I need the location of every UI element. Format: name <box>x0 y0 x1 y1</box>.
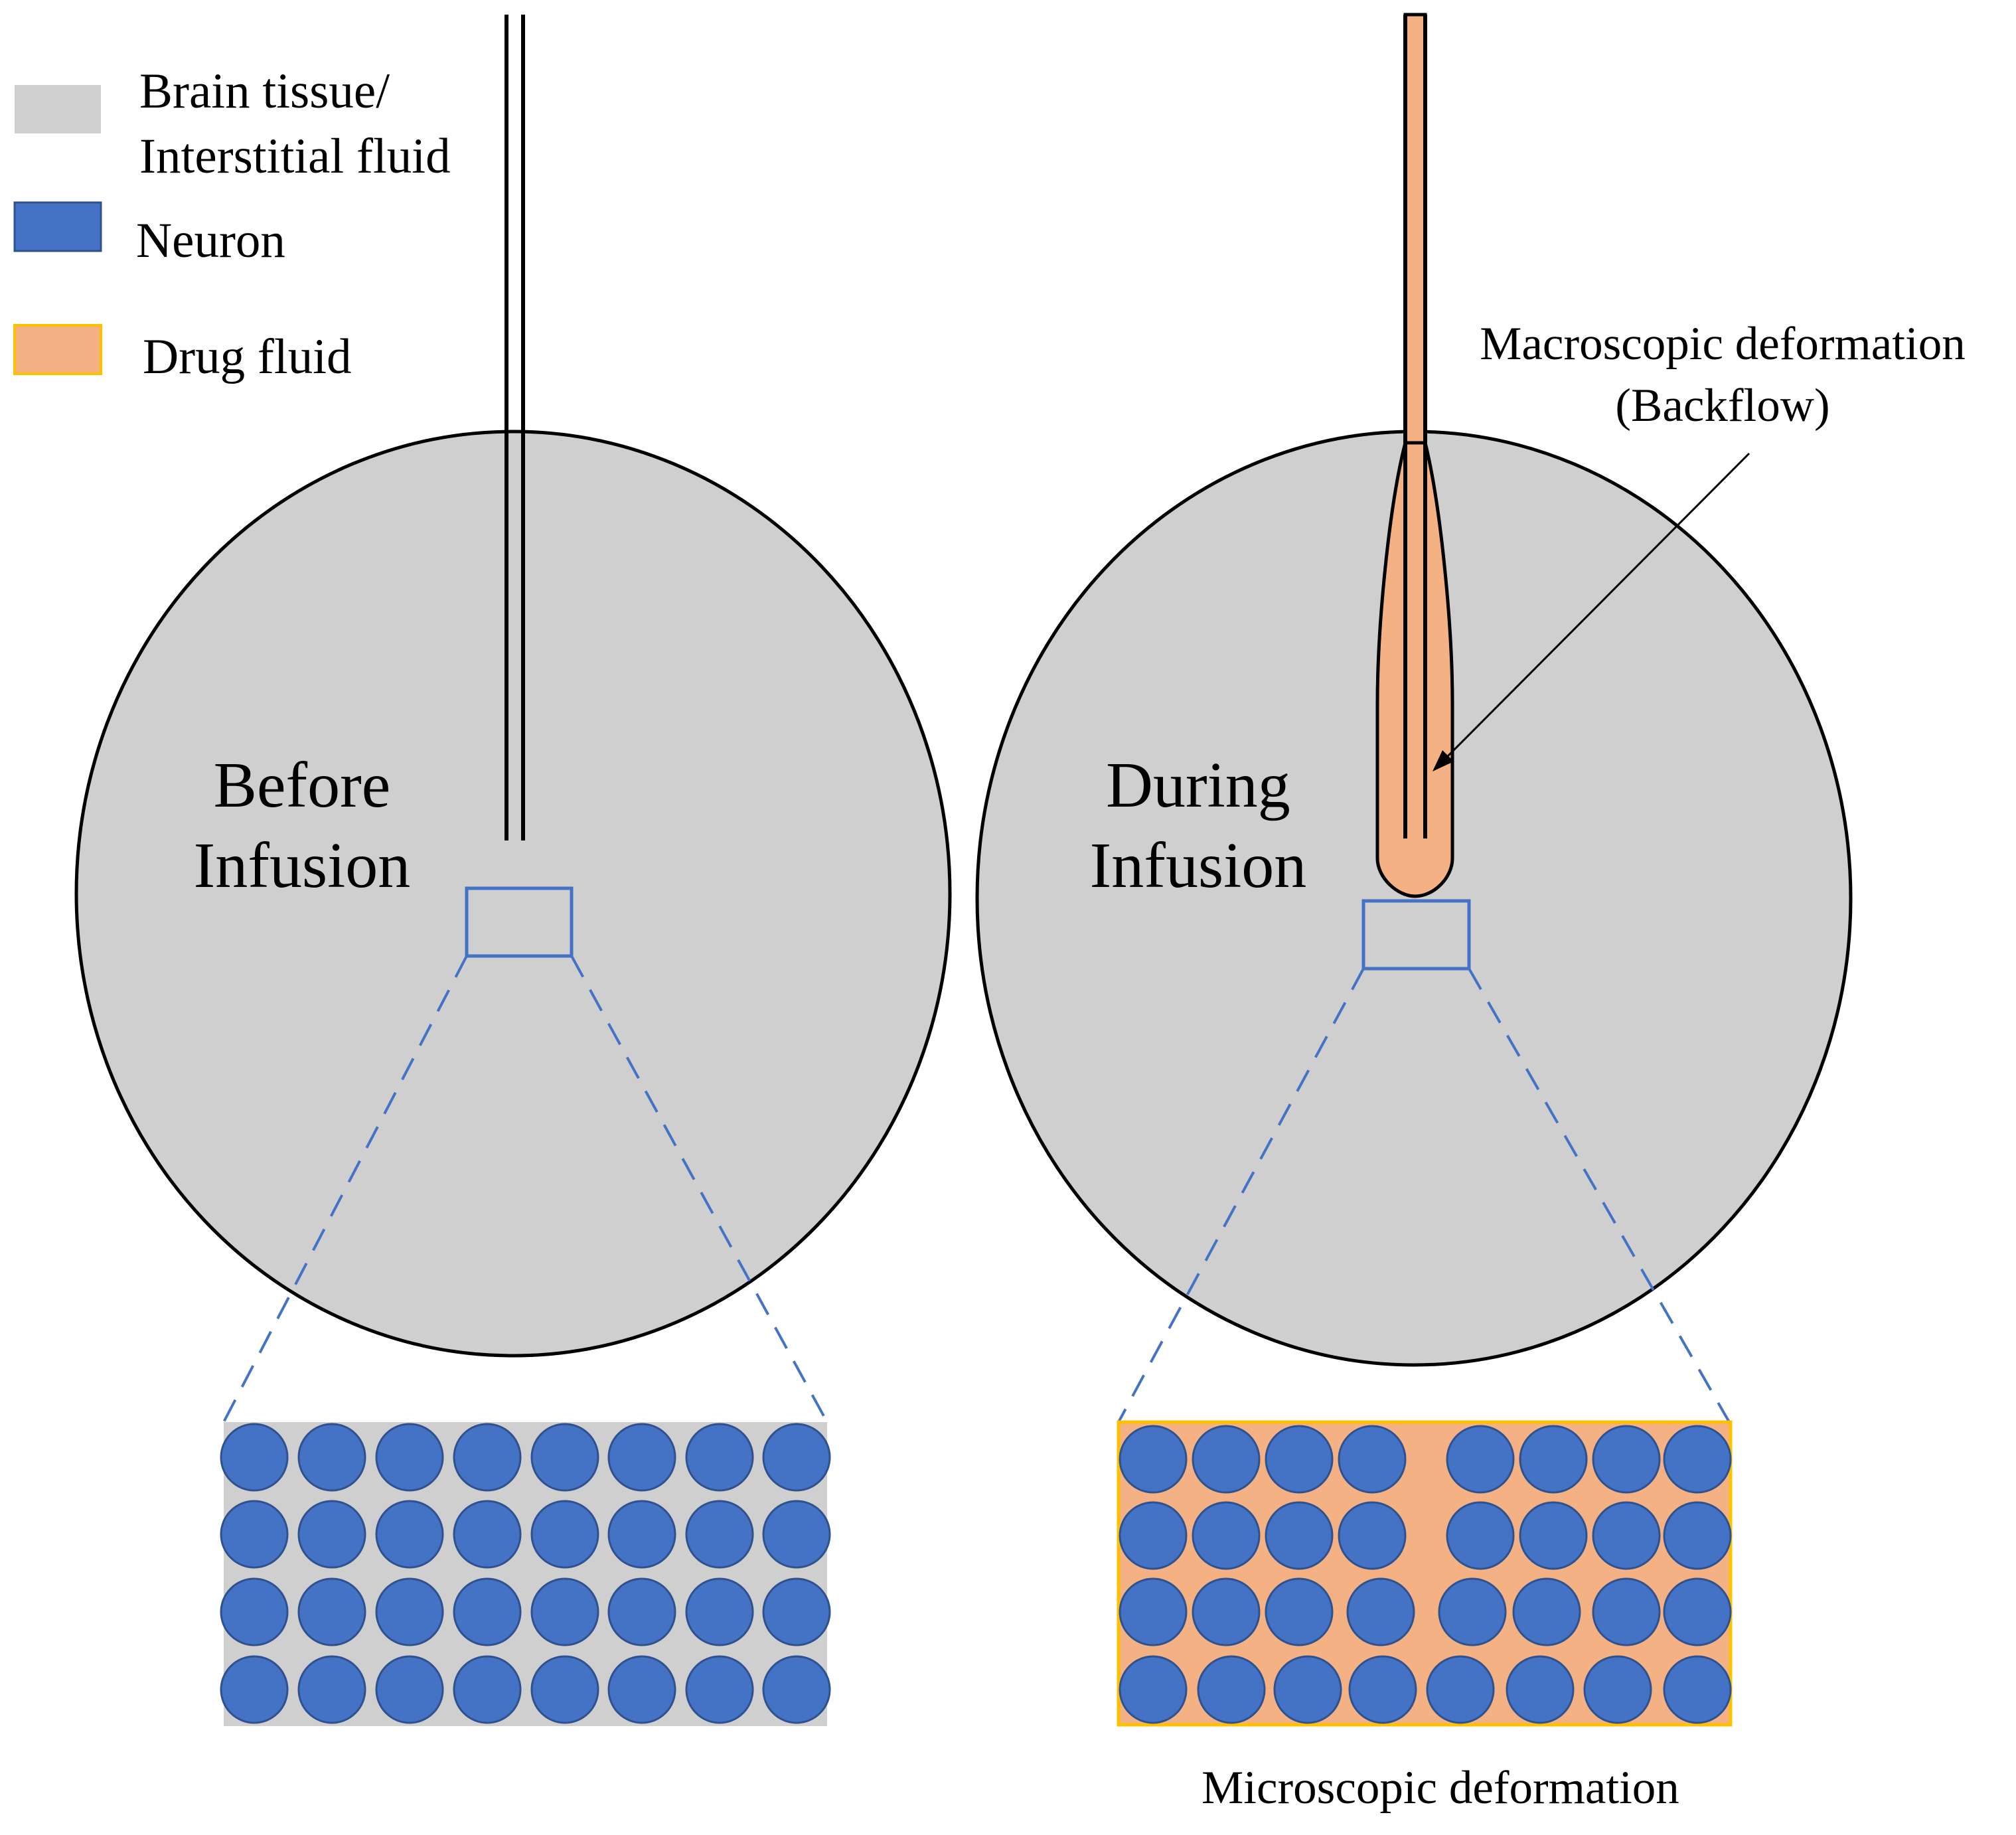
neuron-grid-during <box>1119 1425 1732 1724</box>
neuron-before <box>685 1655 754 1724</box>
neuron-before <box>530 1577 599 1646</box>
zoom-line-before-right <box>570 955 828 1423</box>
legend-swatch-tissue <box>15 85 101 133</box>
legend-swatch-neuron <box>13 201 102 252</box>
legend-label-drug-fluid: Drug fluid <box>143 329 352 384</box>
neuron-before <box>685 1500 754 1569</box>
neuron-before <box>607 1655 676 1724</box>
neuron-during <box>1197 1655 1266 1724</box>
backflow-region <box>1375 441 1454 898</box>
neuron-before <box>375 1577 444 1646</box>
zoom-line-during-right <box>1468 968 1731 1423</box>
neuron-during <box>1119 1425 1188 1494</box>
brain-before <box>74 430 952 1358</box>
macro-deformation-line1: Macroscopic deformation <box>1480 318 1966 370</box>
neuron-before <box>530 1500 599 1569</box>
panel-title-during: During Infusion <box>1052 746 1344 906</box>
neuron-before <box>762 1500 831 1569</box>
macro-deformation-label: Macroscopic deformation (Backflow) <box>1437 321 2008 430</box>
neuron-during <box>1506 1655 1575 1724</box>
zoom-line-during-left <box>1117 968 1365 1423</box>
legend-label-interstitial-fluid: Interstitial fluid <box>139 129 451 184</box>
legend-label-neuron: Neuron <box>136 213 285 268</box>
neuron-during <box>1338 1425 1407 1494</box>
neuron-before <box>685 1577 754 1646</box>
neuron-during <box>1583 1655 1652 1724</box>
neuron-before <box>375 1500 444 1569</box>
neuron-during <box>1119 1577 1188 1646</box>
neuron-during <box>1192 1501 1261 1570</box>
neuron-during <box>1446 1425 1515 1494</box>
macro-deformation-line2: (Backflow) <box>1615 380 1830 432</box>
neuron-before <box>607 1500 676 1569</box>
panel-title-during-line2: Infusion <box>1089 829 1307 902</box>
micro-deformation-label: Microscopic deformation <box>1202 1762 1679 1814</box>
neuron-before <box>220 1423 289 1492</box>
neuron-during <box>1119 1501 1188 1570</box>
neuron-during <box>1446 1501 1515 1570</box>
neuron-during <box>1426 1655 1495 1724</box>
neuron-during <box>1519 1501 1588 1570</box>
neuron-during <box>1265 1425 1334 1494</box>
panel-title-before-line1: Before <box>213 750 391 821</box>
neuron-before <box>375 1423 444 1492</box>
neuron-during <box>1663 1655 1732 1724</box>
neuron-during <box>1663 1501 1732 1570</box>
neuron-during <box>1519 1425 1588 1494</box>
neuron-during <box>1663 1577 1732 1646</box>
neuron-before <box>453 1423 522 1492</box>
neuron-before <box>375 1655 444 1724</box>
panel-title-during-line1: During <box>1106 750 1290 821</box>
zoom-box-during <box>1361 899 1471 971</box>
drug-column <box>1403 13 1427 448</box>
neuron-during <box>1438 1577 1507 1646</box>
neuron-before <box>762 1423 831 1492</box>
neuron-during <box>1592 1425 1661 1494</box>
neuron-before <box>530 1423 599 1492</box>
neuron-grid-before <box>220 1423 831 1724</box>
neuron-before <box>297 1655 366 1724</box>
neuron-during <box>1592 1577 1661 1646</box>
neuron-during <box>1592 1501 1661 1570</box>
neuron-before <box>530 1655 599 1724</box>
neuron-before <box>762 1655 831 1724</box>
neuron-before <box>685 1423 754 1492</box>
neuron-during <box>1265 1577 1334 1646</box>
backflow-arrow-line <box>1439 452 1750 765</box>
neuron-before <box>220 1500 289 1569</box>
neuron-before <box>220 1577 289 1646</box>
neuron-during <box>1119 1655 1188 1724</box>
neuron-during <box>1192 1425 1261 1494</box>
neuron-before <box>453 1500 522 1569</box>
neuron-during <box>1338 1501 1407 1570</box>
neuron-before <box>453 1577 522 1646</box>
neuron-during <box>1265 1501 1334 1570</box>
neuron-before <box>607 1423 676 1492</box>
neuron-during <box>1192 1577 1261 1646</box>
neuron-before <box>762 1577 831 1646</box>
neuron-before <box>297 1500 366 1569</box>
neuron-during <box>1346 1577 1415 1646</box>
neuron-before <box>297 1577 366 1646</box>
backflow-arrow-head <box>1433 750 1454 771</box>
neuron-during <box>1273 1655 1342 1724</box>
zoom-box-before <box>465 886 574 958</box>
legend-label-brain-tissue: Brain tissue/ <box>139 64 390 119</box>
legend-swatch-drug <box>13 324 102 375</box>
panel-title-before: Before Infusion <box>156 746 448 906</box>
neuron-during <box>1512 1577 1581 1646</box>
neuron-before <box>297 1423 366 1492</box>
neuron-before <box>453 1655 522 1724</box>
neuron-before <box>607 1577 676 1646</box>
zoom-line-before-left <box>222 955 468 1423</box>
neuron-during <box>1348 1655 1417 1724</box>
panel-title-before-line2: Infusion <box>193 829 411 902</box>
neuron-during <box>1663 1425 1732 1494</box>
neuron-before <box>220 1655 289 1724</box>
